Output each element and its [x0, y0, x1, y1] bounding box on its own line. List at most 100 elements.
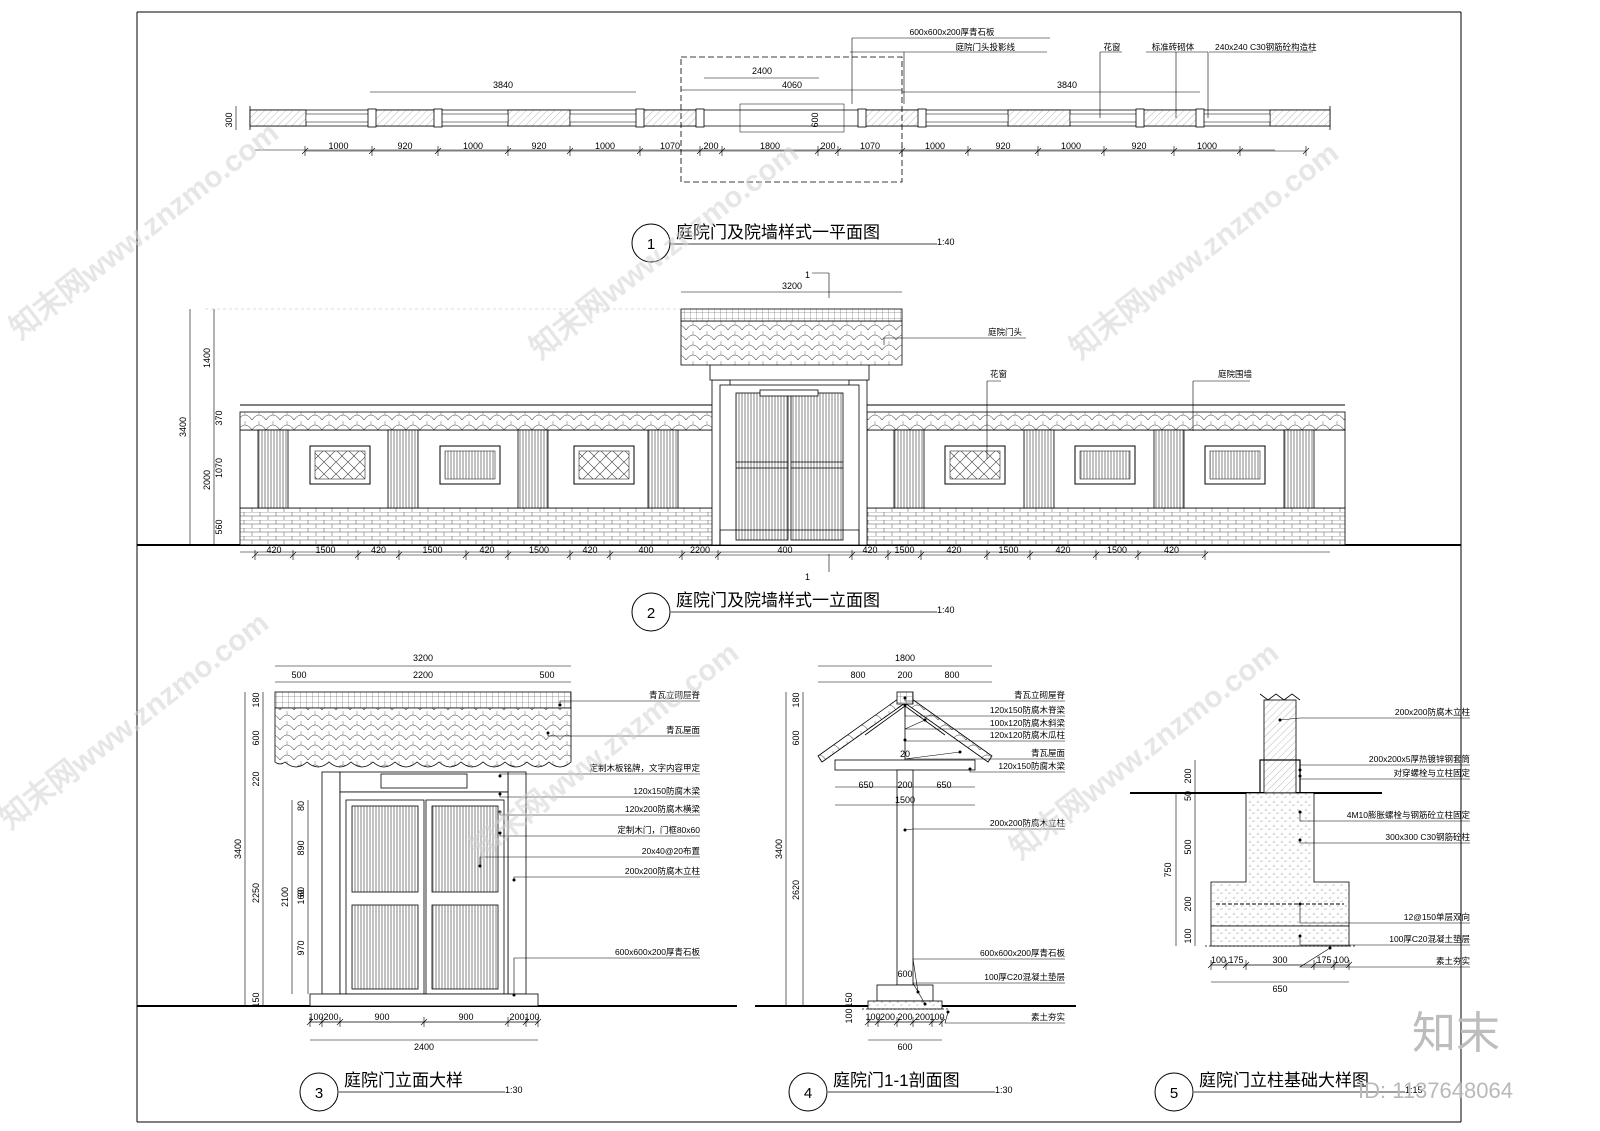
plan-wall-panel — [1139, 109, 1201, 127]
dim-label: 420 — [1055, 545, 1070, 555]
section-dim-labels: 1800 800 200 800 650 200 650 1500 3400 1… — [774, 653, 960, 1052]
stone-slab — [739, 103, 845, 133]
dim-label: 175 — [1228, 955, 1243, 965]
image-id: ID: 1137648064 — [1358, 1078, 1513, 1103]
dim-label: 1000 — [463, 141, 483, 151]
sec-dim-foot: 150 — [844, 992, 854, 1007]
found-notes: 200x200防腐木立柱200x200x5厚热镀锌钢套筒对穿螺栓与立柱固定4M1… — [1278, 707, 1470, 968]
wall-coping — [866, 411, 1346, 431]
sec-dim-bottom-total: 600 — [897, 1042, 912, 1052]
dim-label: 400 — [638, 545, 653, 555]
dim-label: 200 — [897, 1012, 912, 1022]
dim-label: 920 — [397, 141, 412, 151]
door-dim-left: 150 — [251, 992, 261, 1007]
dim-label: 1500 — [422, 545, 442, 555]
found-dim-left: 200 — [1183, 896, 1193, 911]
found-dim-left-total: 750 — [1163, 862, 1173, 877]
view-number: 3 — [315, 1085, 323, 1102]
gate-roof — [680, 320, 903, 366]
leader-note: 青瓦立砌屋脊 — [1014, 690, 1066, 700]
sec-dim-foot: 100 — [844, 1008, 854, 1023]
dim-label: 200 — [323, 1012, 338, 1022]
found-dim-left: 50 — [1183, 791, 1193, 801]
view-number: 1 — [647, 236, 655, 253]
door-elevation-view — [137, 691, 737, 1007]
plan-column — [695, 108, 705, 128]
door-dim-left: 180 — [251, 692, 261, 707]
plan-note: 花窗 — [1103, 42, 1120, 52]
dim-label: 200 — [880, 1012, 895, 1022]
elev-dim-left: 1400 — [202, 348, 212, 368]
brand-watermark: 知末 — [1412, 1009, 1500, 1058]
watermark-text: 知末网www.znzmo.com — [4, 116, 285, 346]
door-dim-inner: 160 — [296, 889, 306, 904]
sec-dim-600: 600 — [897, 969, 912, 979]
dim-label: 420 — [479, 545, 494, 555]
gate-ridge — [680, 308, 903, 322]
found-dim-left: 500 — [1183, 839, 1193, 854]
dim-label: 1500 — [1107, 545, 1127, 555]
dim-label: 1500 — [894, 545, 914, 555]
door-dim-left: 220 — [251, 771, 261, 786]
door-dim-small: 60 — [296, 887, 306, 897]
elevation-view — [137, 308, 1461, 546]
stone-slab — [876, 984, 934, 1002]
plan-note: 标准砖砌体 — [1152, 42, 1195, 52]
view-scale: 1:40 — [937, 605, 955, 615]
dim-label: 300 — [1272, 955, 1287, 965]
dim-label: 200 — [820, 141, 835, 151]
dim-label: 100 — [1211, 955, 1226, 965]
view-title: 庭院门及院墙样式一立面图 — [676, 591, 880, 610]
dim-label: 200 — [703, 141, 718, 151]
dim-label: 420 — [582, 545, 597, 555]
plan-column — [857, 108, 867, 128]
dim-label: 920 — [531, 141, 546, 151]
flower-windows — [309, 445, 1266, 485]
leader-note: 青瓦屋面 — [1031, 748, 1066, 758]
dim-label: 420 — [266, 545, 281, 555]
leader-note: 对穿螺栓与立柱固定 — [1393, 768, 1470, 778]
door-dim-top: 500 — [291, 670, 306, 680]
leader-note: 300x300 C30钢筋砼柱 — [1385, 832, 1470, 842]
plan-column — [635, 108, 645, 128]
title-block-1: 1 庭院门及院墙样式一平面图 1:40 — [631, 223, 955, 263]
found-dim-left: 100 — [1183, 928, 1193, 943]
section-mark: 1 — [805, 270, 810, 280]
gate-leaf — [735, 392, 789, 541]
sec-dim-top: 200 — [897, 670, 912, 680]
dim-label: 1800 — [760, 141, 780, 151]
plan-window — [1199, 113, 1271, 123]
elev-note: 庭院门头 — [988, 327, 1023, 337]
dim-label: 175 — [1316, 955, 1331, 965]
plan-wall-panel — [507, 109, 571, 127]
dim-label: 420 — [946, 545, 961, 555]
wall-column — [517, 429, 549, 509]
dim-label: 200 — [509, 1012, 524, 1022]
view-title: 庭院门立柱基础大样图 — [1199, 1071, 1369, 1090]
plan-window — [437, 113, 509, 123]
bedding-layer — [1210, 925, 1350, 947]
watermark-text: 知末网www.znzmo.com — [1064, 136, 1345, 366]
plan-window — [921, 113, 1009, 123]
sec-dim-left: 2620 — [791, 880, 801, 900]
door-dim-top: 2200 — [413, 670, 433, 680]
plan-window — [305, 113, 373, 123]
sec-dim-mid-total: 1500 — [895, 795, 915, 805]
elev-dim-total: 2000 — [202, 470, 212, 490]
plan-note: 庭院门头投影线 — [955, 42, 1015, 52]
sec-dim-mid: 650 — [858, 780, 873, 790]
sec-dim-left: 180 — [791, 692, 801, 707]
wall-column — [1153, 429, 1185, 509]
elev-notes: 庭院门头 花窗 庭院围墙 — [883, 327, 1253, 459]
plan-wall-panel — [639, 109, 701, 127]
dim-label: 1070 — [660, 141, 680, 151]
plan-wall-panel — [1269, 109, 1331, 127]
wall-column — [893, 429, 925, 509]
plan-wall-panel — [1007, 109, 1071, 127]
dim-label: 100 — [308, 1012, 323, 1022]
dim-label: 1000 — [925, 141, 945, 151]
